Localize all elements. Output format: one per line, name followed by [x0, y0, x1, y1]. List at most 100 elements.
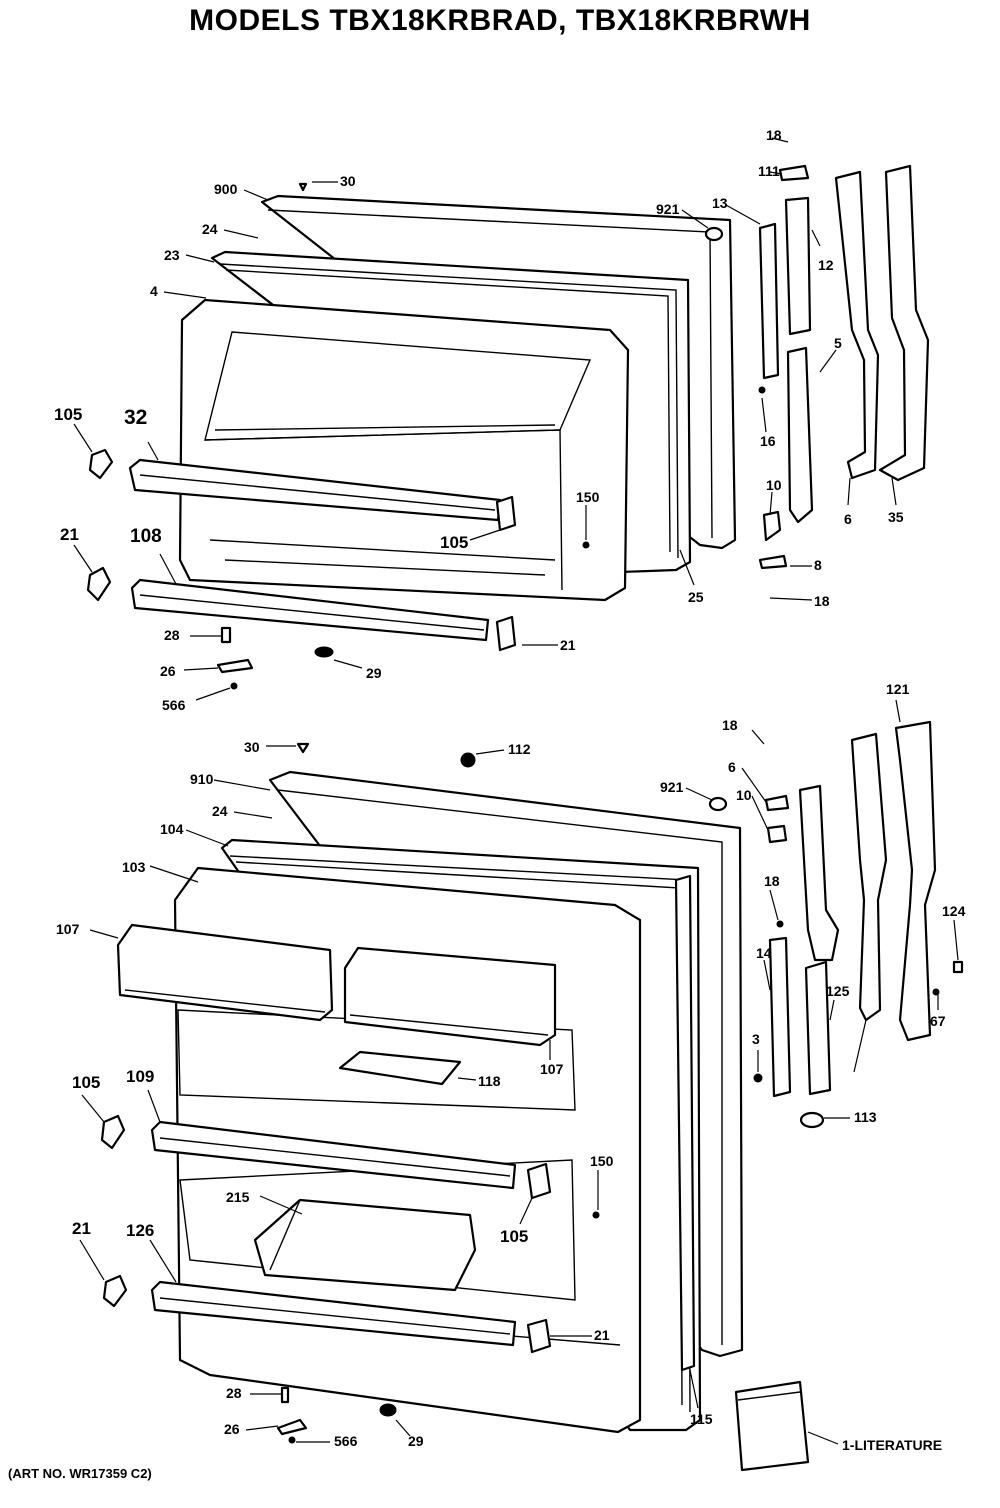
part-121-bracket	[894, 720, 937, 1042]
freezer-shelf-bar-108	[130, 578, 490, 642]
callout-label: 29	[366, 665, 382, 681]
door-bin-107-left	[116, 923, 334, 1022]
callout-label: 21	[560, 637, 576, 653]
shelf-clip-21-lower	[102, 1274, 128, 1308]
callout-label: 105	[500, 1227, 528, 1246]
literature-envelope	[734, 1380, 810, 1472]
callout-label: 105	[440, 533, 468, 552]
callout-label: 108	[130, 526, 162, 547]
shelf-clip-105-lower-right	[526, 1162, 552, 1200]
shelf-clip-105b	[495, 495, 517, 532]
shelf-clip-21-lower-right	[526, 1318, 552, 1354]
callout-label: 104	[160, 821, 184, 837]
callout-label: 26	[160, 663, 176, 679]
part-566	[230, 682, 238, 690]
callout-label: 24	[202, 221, 218, 237]
part-14	[768, 936, 792, 1098]
callout-label: 112	[508, 741, 531, 757]
callout-label: 900	[214, 181, 238, 197]
callout-label: 67	[930, 1013, 946, 1029]
screw-30	[298, 182, 308, 192]
part-5	[786, 346, 814, 524]
part-112	[460, 752, 476, 768]
callout-label: 150	[576, 489, 600, 505]
callout-label: 30	[340, 173, 356, 189]
callout-label: 150	[590, 1153, 614, 1169]
part-566-lower	[288, 1436, 296, 1444]
callout-label: 21	[594, 1327, 610, 1343]
callout-label: 16	[760, 433, 776, 449]
callout-label: 566	[162, 697, 186, 713]
egg-tray-118	[338, 1050, 462, 1086]
callout-label: 121	[886, 681, 910, 697]
part-6-bracket	[834, 170, 880, 480]
callout-label: 105	[72, 1073, 100, 1092]
part-18-lower	[776, 920, 784, 928]
callout-label: 10	[766, 477, 782, 493]
callout-label: 566	[334, 1433, 358, 1449]
callout-label: 21	[60, 525, 79, 544]
callout-label: 35	[888, 509, 904, 525]
part-8	[758, 554, 788, 570]
callout-label: 6	[844, 511, 852, 527]
part-35-bracket	[878, 164, 930, 482]
callout-label: 28	[164, 627, 180, 643]
callout-label: 125	[826, 983, 850, 999]
callout-label: 24	[212, 803, 228, 819]
callout-label: 107	[540, 1061, 564, 1077]
callout-label: 910	[190, 771, 214, 787]
part-13	[758, 222, 780, 380]
callout-label: 28	[226, 1385, 242, 1401]
part-921	[704, 226, 724, 242]
callout-label: 105	[54, 405, 82, 424]
callout-label: 21	[72, 1219, 91, 1238]
part-921-lower	[708, 796, 728, 812]
shelf-bar-126	[150, 1280, 517, 1347]
callout-label: 18	[814, 593, 830, 609]
callout-label: 921	[656, 201, 680, 217]
callout-label: 115	[690, 1411, 713, 1427]
callout-label: 18	[764, 873, 780, 889]
upper-callout-labels: 18 111 30 900 921 13 24 12 23 4 5 105 32…	[54, 127, 904, 713]
part-16	[758, 386, 766, 394]
part-113	[799, 1111, 825, 1129]
part-26	[216, 658, 254, 674]
callout-label: 29	[408, 1433, 424, 1449]
callout-label: 109	[126, 1067, 154, 1086]
part-3	[753, 1073, 763, 1083]
door-bin-107-right	[343, 946, 557, 1047]
callout-label: 18	[766, 127, 782, 143]
shelf-bar-109	[150, 1120, 517, 1190]
lower-callout-labels: 121 18 30 112 910 921 6 10 24 104 103 18…	[56, 681, 966, 1453]
callout-label: 30	[244, 739, 260, 755]
callout-label: 103	[122, 859, 146, 875]
freezer-door-assembly	[86, 182, 737, 690]
callout-label: 14	[756, 945, 772, 961]
screw-30-lower	[296, 742, 310, 754]
callout-label: 215	[226, 1189, 250, 1205]
callout-label: 1-LITERATURE	[842, 1437, 942, 1453]
callout-label: 4	[150, 283, 158, 299]
callout-label: 3	[752, 1031, 760, 1047]
fresh-food-hinge-hardware	[753, 720, 964, 1129]
part-12	[784, 196, 812, 336]
part-29-lower	[379, 1403, 397, 1417]
part-5-lower	[798, 784, 840, 962]
shelf-clip-21	[86, 566, 112, 602]
callout-label: 32	[124, 406, 147, 429]
callout-label: 921	[660, 779, 684, 795]
callout-label: 126	[126, 1221, 154, 1240]
callout-label: 5	[834, 335, 842, 351]
callout-label: 12	[818, 257, 834, 273]
part-111	[778, 164, 810, 182]
part-125	[804, 960, 832, 1096]
callout-label: 25	[688, 589, 704, 605]
part-67	[932, 988, 940, 996]
fresh-food-door-assembly	[100, 742, 744, 1444]
part-7-bracket	[850, 732, 888, 1022]
callout-label: 18	[722, 717, 738, 733]
freezer-hinge-hardware	[582, 164, 930, 570]
shelf-clip-105-lower	[100, 1114, 126, 1150]
